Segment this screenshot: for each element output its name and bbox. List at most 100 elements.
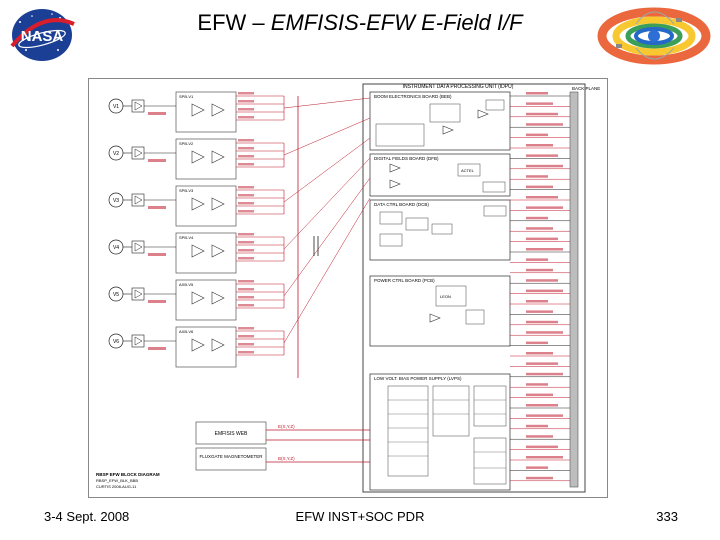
signal-label-stripe [238, 304, 254, 307]
output-label-stripe [526, 92, 548, 95]
drawing-title-line1: RBSP EFW BLOCK DIAGRAM [96, 472, 160, 477]
output-label-stripe [526, 258, 548, 261]
drawing-title-line2: RBSP_EFW_BLK_BBB [96, 478, 138, 483]
leon-label: LEON [440, 294, 451, 299]
signal-label-stripe [238, 257, 254, 260]
probe-label: V1 [113, 104, 119, 110]
probe-label: V3 [113, 198, 119, 204]
beb-board: BOOM ELECTRONICS BOARD (BEB) [369, 91, 511, 151]
output-label-stripe [526, 424, 548, 428]
red-annotation [148, 347, 166, 350]
preamp-label: AXB-V6 [179, 329, 194, 334]
buffer-triangle [134, 101, 143, 111]
lvps-board: LOW VOLT. BIAS POWER SUPPLY (LVPS) [369, 373, 511, 491]
transistor-symbol [211, 150, 225, 164]
output-label-stripe [526, 331, 563, 334]
red-annotation [148, 253, 166, 256]
signal-label-stripe [238, 335, 254, 338]
signal-label-stripe [238, 147, 254, 150]
red-annotation [148, 159, 166, 162]
efw-block-diagram: INSTRUMENT DATA PROCESSING UNIT (IDPU) B… [88, 78, 608, 498]
fluxgate-signal-label: B(X,Y,Z) [278, 456, 295, 461]
output-label-stripe [526, 414, 563, 417]
preamp-box [175, 232, 237, 274]
output-label-stripe [526, 404, 558, 407]
signal-label-stripe [238, 241, 254, 244]
transistor-symbol [191, 150, 205, 164]
signal-label-stripe [238, 108, 254, 111]
signal-label-stripe [238, 210, 254, 213]
transistor-symbol [211, 244, 225, 258]
probe-label: V6 [113, 339, 119, 345]
transistor-symbol [191, 103, 205, 117]
buffer-triangle [134, 242, 143, 252]
emfisis-signal-wires [266, 429, 370, 463]
output-label-stripe [526, 112, 558, 116]
output-label-stripe [526, 435, 553, 438]
dcb-label: DATA CTRL BOARD (DCB) [374, 202, 429, 207]
output-label-stripe [526, 227, 553, 230]
output-label-stripe [526, 456, 563, 459]
output-label-stripe [526, 196, 558, 199]
transistor-symbol [191, 291, 205, 305]
emfisis-signal-label: E(X,Y,Z) [278, 424, 295, 429]
signal-label-stripe [238, 100, 254, 103]
output-label-stripe [526, 133, 548, 137]
preamp-box [175, 91, 237, 133]
output-label-stripe [526, 341, 548, 345]
red-annotation [148, 206, 166, 209]
transistor-symbol [191, 244, 205, 258]
output-label-stripe [526, 123, 563, 126]
signal-label-stripe [238, 249, 254, 252]
signal-label-stripe [238, 233, 254, 236]
slide-title: EFW – EMFISIS-EFW E-Field I/F [0, 10, 720, 36]
output-label-stripe [526, 206, 563, 209]
output-label-stripe [526, 372, 563, 376]
pcb-board: POWER CTRL BOARD (PCB) LEON [369, 275, 511, 347]
idpu-title: INSTRUMENT DATA PROCESSING UNIT (IDPU) [403, 84, 514, 90]
sensor-channel: V4 SPB-V4 [108, 232, 237, 274]
transistor-symbol [191, 338, 205, 352]
output-label-stripe [526, 154, 558, 157]
title-italic: EMFISIS-EFW E-Field I/F [270, 10, 523, 35]
probe-label: V4 [113, 245, 119, 251]
preamp-label: SPB-V3 [179, 188, 194, 193]
signal-label-stripe [238, 280, 254, 283]
signal-label-stripe [238, 163, 254, 166]
output-label-stripe [526, 352, 553, 355]
output-label-stripe [526, 289, 563, 293]
output-label-stripe [526, 248, 563, 251]
dfb-board: DIGITAL FIELDS BOARD (DFB) ACTEL [369, 153, 511, 197]
signal-label-stripe [238, 202, 254, 205]
signal-label-stripe [238, 327, 254, 330]
signal-label-stripe [238, 139, 254, 142]
buffer-triangle [134, 336, 143, 346]
probe-label: V2 [113, 151, 119, 157]
capacitor-symbol [313, 236, 319, 256]
sensor-channel: V2 SPB-V2 [108, 138, 237, 180]
preamp-label: SPB-V2 [179, 141, 194, 146]
output-label-stripe [526, 320, 558, 324]
preamp-label: SPB-V4 [179, 235, 194, 240]
red-annotation [148, 300, 166, 303]
buffer-triangle [134, 289, 143, 299]
buffer-triangle [134, 148, 143, 158]
footer-date: 3-4 Sept. 2008 [44, 509, 130, 524]
output-label-stripe [526, 362, 558, 365]
transistor-symbol [191, 197, 205, 211]
output-label-stripe [526, 279, 558, 282]
emfisis-box [195, 421, 267, 445]
output-label-stripe [526, 476, 553, 480]
buffer-triangle [134, 195, 143, 205]
sensor-channel: V6 AXB-V6 [108, 326, 237, 368]
preamp-label: AXB-V5 [179, 282, 194, 287]
signal-label-stripe [238, 92, 254, 95]
output-label-stripe [526, 383, 548, 386]
pcb-label: POWER CTRL BOARD (PCB) [374, 278, 435, 283]
footer-page-number: 333 [656, 509, 678, 524]
drawing-title-line3: CURTIS 2008-AUG-11 [96, 484, 137, 489]
signal-label-stripe [238, 155, 254, 158]
preamp-box [175, 185, 237, 227]
diagram-border [88, 78, 608, 498]
